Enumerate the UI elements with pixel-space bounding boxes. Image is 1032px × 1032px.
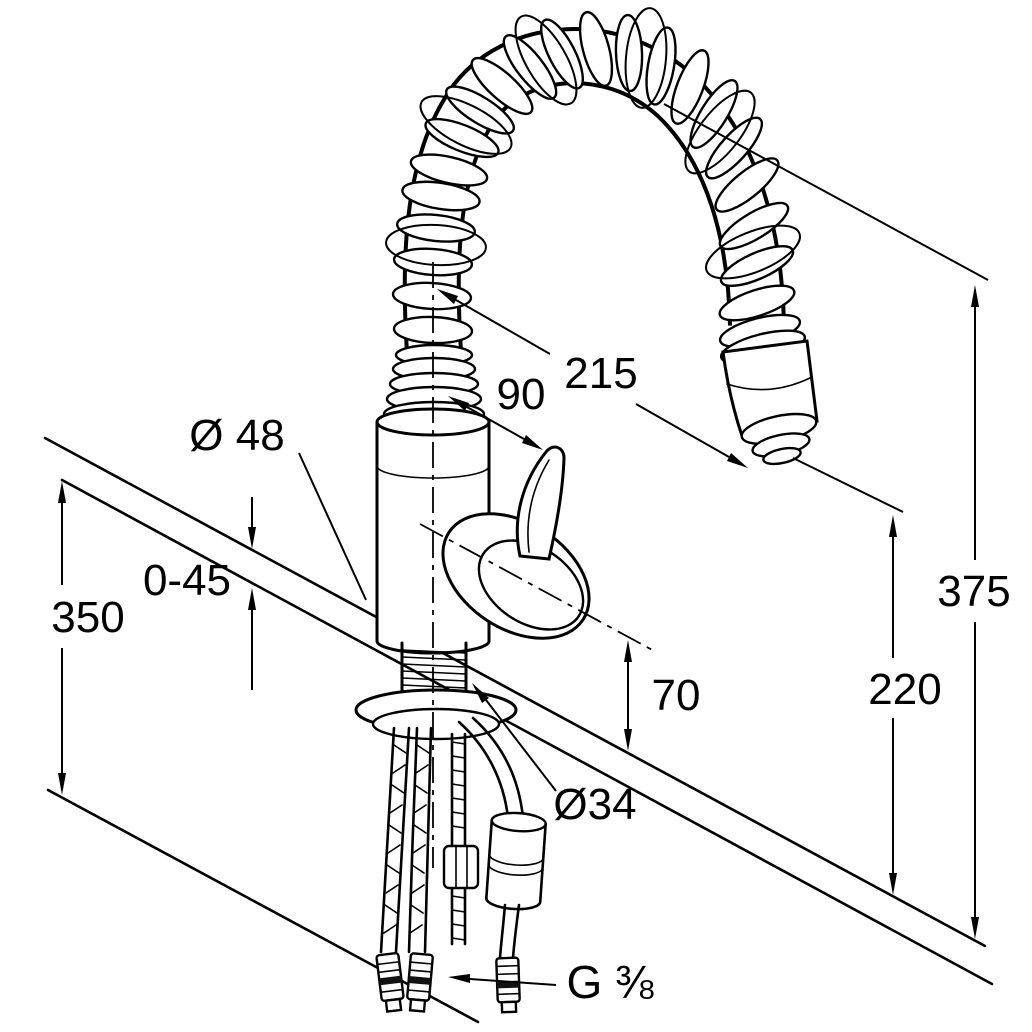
supply-hose-right	[406, 726, 434, 1013]
supply-hose-left	[375, 726, 411, 1013]
dim-shank-diameter-34: Ø34	[472, 683, 637, 829]
hose-fitting-right	[406, 952, 434, 1013]
dim-outlet-height-220: 220	[792, 457, 942, 895]
spray-head	[718, 313, 819, 466]
shank-thread	[400, 641, 468, 700]
mounting-stud	[442, 732, 480, 946]
spring-spout	[385, 7, 801, 354]
dim-body-diameter-48: Ø 48	[189, 411, 367, 601]
dim-label-d48: Ø 48	[189, 411, 284, 460]
dim-label-0-45: 0-45	[143, 556, 231, 605]
pullout-hose-fitting	[495, 956, 521, 1014]
dim-label-90: 90	[497, 370, 546, 419]
mounting-flange	[354, 688, 518, 741]
handle-lever	[515, 445, 566, 561]
dim-label-70: 70	[652, 671, 701, 720]
centerlines	[419, 262, 657, 868]
dim-label-215: 215	[564, 349, 637, 398]
spout-wrap-wire	[385, 7, 801, 280]
dim-thread-g38: G ⅜	[448, 956, 654, 1008]
dim-spray-offset-90: 90	[448, 370, 545, 450]
hose-fitting-left	[375, 951, 405, 1013]
mounting-nut	[442, 844, 480, 890]
dim-total-height-375: 375	[663, 103, 1011, 939]
dim-lever-height-70: 70	[624, 640, 700, 751]
dim-label-220: 220	[868, 665, 941, 714]
dim-label-g38: G ⅜	[567, 956, 655, 1008]
dim-spout-reach-215: 215	[437, 289, 748, 468]
hose-weight	[485, 811, 547, 911]
dim-label-d34: Ø34	[553, 780, 636, 829]
dim-label-350: 350	[51, 593, 124, 642]
reference-planes	[43, 436, 994, 1024]
dim-deck-thickness-0-45: 0-45	[143, 497, 256, 690]
dim-hose-length-350: 350	[51, 481, 125, 795]
dim-label-375: 375	[937, 567, 1010, 616]
